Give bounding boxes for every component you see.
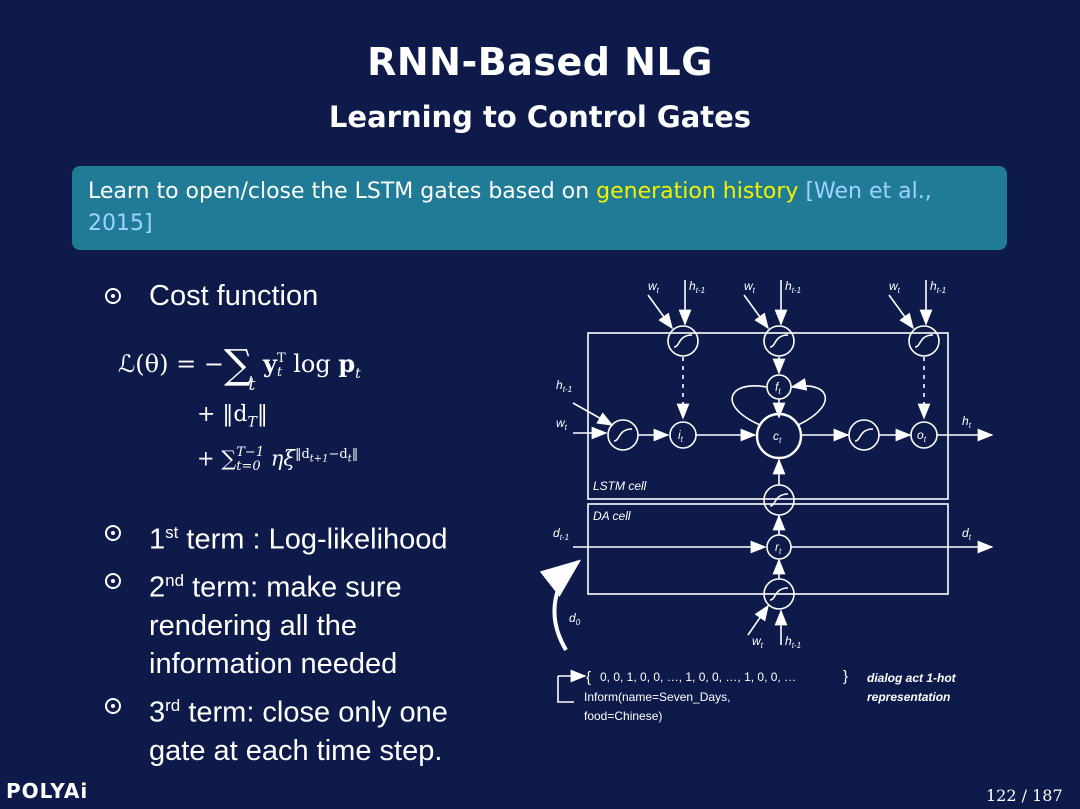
formula-log: log xyxy=(285,350,339,378)
bullet-num: 2 xyxy=(149,571,166,604)
callout-citation: [Wen et al., xyxy=(805,179,932,204)
one-hot-vector: 0, 0, 1, 0, 0, …, 1, 0, 0, …, 1, 0, 0, … xyxy=(600,670,796,684)
formula-lhs: ℒ(θ) = − xyxy=(118,350,224,378)
d-in-label: dt-1 xyxy=(553,526,569,542)
input-gate-node xyxy=(669,421,697,449)
bullet-sup: st xyxy=(165,523,179,542)
top-h-2: ht-1 xyxy=(785,279,801,295)
formula-l3-sub: t=0 xyxy=(236,459,261,474)
formula-y-sub: t xyxy=(276,364,283,380)
formula-p-sub: t xyxy=(355,365,361,382)
bullet-sup: rd xyxy=(165,696,181,715)
callout-highlight: generation history xyxy=(596,179,799,204)
representation-line-1: dialog act 1-hot xyxy=(867,671,957,685)
bullet-text: term : Log-likelihood xyxy=(178,523,448,556)
formula-l3-exp-mid: −d xyxy=(328,446,348,462)
representation-line-2: representation xyxy=(867,690,950,704)
formula-sum-sub: t xyxy=(248,375,256,395)
da-cell-box xyxy=(587,503,949,595)
formula-l3-exp: ‖d xyxy=(294,446,310,462)
bullet-circle-icon xyxy=(105,573,121,589)
left-w-label: wt xyxy=(556,416,568,432)
formula-y-sup: T xyxy=(276,350,286,366)
cell-tanh-icon xyxy=(848,419,880,451)
bullet-sup: nd xyxy=(165,571,185,590)
d0-label: d0 xyxy=(569,611,581,627)
bullet-text-line2: gate at each time step. xyxy=(149,734,443,767)
bottom-w-label: wt xyxy=(752,634,764,650)
formula-l3-body: ηξ xyxy=(264,446,295,471)
inform-line-2: food=Chinese) xyxy=(584,709,662,723)
top-w-3: wt xyxy=(889,279,901,295)
cell-state-node xyxy=(755,412,803,460)
formula-l2-text: + ‖d xyxy=(197,402,248,427)
formula-p: p xyxy=(338,349,356,378)
bullet-first-term: 1st term : Log-likelihood xyxy=(105,514,448,559)
formula-l3-exp-sub2: t xyxy=(347,453,352,465)
bullet-text-line1: term: close only one xyxy=(180,696,448,729)
bullet-text-line3: information needed xyxy=(149,647,398,680)
lstm-cell-label: LSTM cell xyxy=(593,479,647,493)
formula-y: y xyxy=(262,349,277,378)
formula-l2-sub: T xyxy=(247,414,257,431)
vector-open-brace: { xyxy=(586,669,591,686)
formula-l3-sum: + ∑ xyxy=(197,446,237,471)
formula-l2-end: ‖ xyxy=(256,402,268,427)
bullet-num: 1 xyxy=(149,523,166,556)
i-label: it xyxy=(678,428,684,444)
output-gate-sigmoid-icon xyxy=(908,325,940,357)
r-label: rt xyxy=(775,540,782,556)
bullet-cost-function: Cost function xyxy=(105,277,318,315)
slide-subtitle: Learning to Control Gates xyxy=(328,100,752,134)
bullet-third-term: 3rd term: close only one gate at each tim… xyxy=(105,687,448,770)
top-w-2: wt xyxy=(744,279,756,295)
polyai-logo: POLYAi xyxy=(6,779,89,803)
forget-gate-sigmoid-icon xyxy=(763,325,795,357)
bullet-circle-icon xyxy=(105,698,121,714)
formula-l3-exp-sub1: t+1 xyxy=(309,453,329,465)
callout-citation-year: 2015] xyxy=(88,211,153,236)
bullet-circle-icon xyxy=(105,525,121,541)
input-sigmoid-icon xyxy=(607,419,639,451)
top-h-3: ht-1 xyxy=(930,279,946,295)
inform-line-1: Inform(name=Seven_Days, xyxy=(584,690,730,704)
bullet-second-term: 2nd term: make sure rendering all the info… xyxy=(105,562,402,683)
bottom-h-label: ht-1 xyxy=(785,634,801,650)
bullet-circle-icon xyxy=(105,288,121,304)
callout-box: Learn to open/close the LSTM gates based… xyxy=(72,166,1007,250)
d-out-label: dt xyxy=(962,526,972,542)
da-cell-label: DA cell xyxy=(593,509,631,523)
top-w-1: wt xyxy=(648,279,660,295)
left-h-label: ht-1 xyxy=(556,378,572,394)
formula-sum: ∑ xyxy=(223,342,253,388)
formula-line-2: + ‖dT‖ xyxy=(197,402,268,430)
bullet-text-line2: rendering all the xyxy=(149,609,357,642)
slide-title: RNN-Based NLG xyxy=(367,40,713,84)
f-label: ft xyxy=(775,380,781,396)
da-tanh-icon xyxy=(763,484,795,516)
formula-l3-sup: T−1 xyxy=(236,445,265,460)
vector-close-brace: } xyxy=(843,668,848,685)
callout-text: Learn to open/close the LSTM gates based… xyxy=(88,179,597,204)
out-h-label: ht xyxy=(962,414,972,430)
bullet-text-line1: term: make sure xyxy=(184,571,402,604)
c-label: ct xyxy=(773,429,782,445)
input-gate-sigmoid-icon xyxy=(667,325,699,357)
page-number: 122 / 187 xyxy=(986,786,1063,805)
bullet-num: 3 xyxy=(149,696,166,729)
bullet-text: Cost function xyxy=(149,280,319,312)
o-label: ot xyxy=(917,428,927,444)
lstm-cell-box xyxy=(587,332,949,500)
formula-l3-exp-end: ‖ xyxy=(351,446,359,462)
top-h-1: ht-1 xyxy=(689,279,705,295)
